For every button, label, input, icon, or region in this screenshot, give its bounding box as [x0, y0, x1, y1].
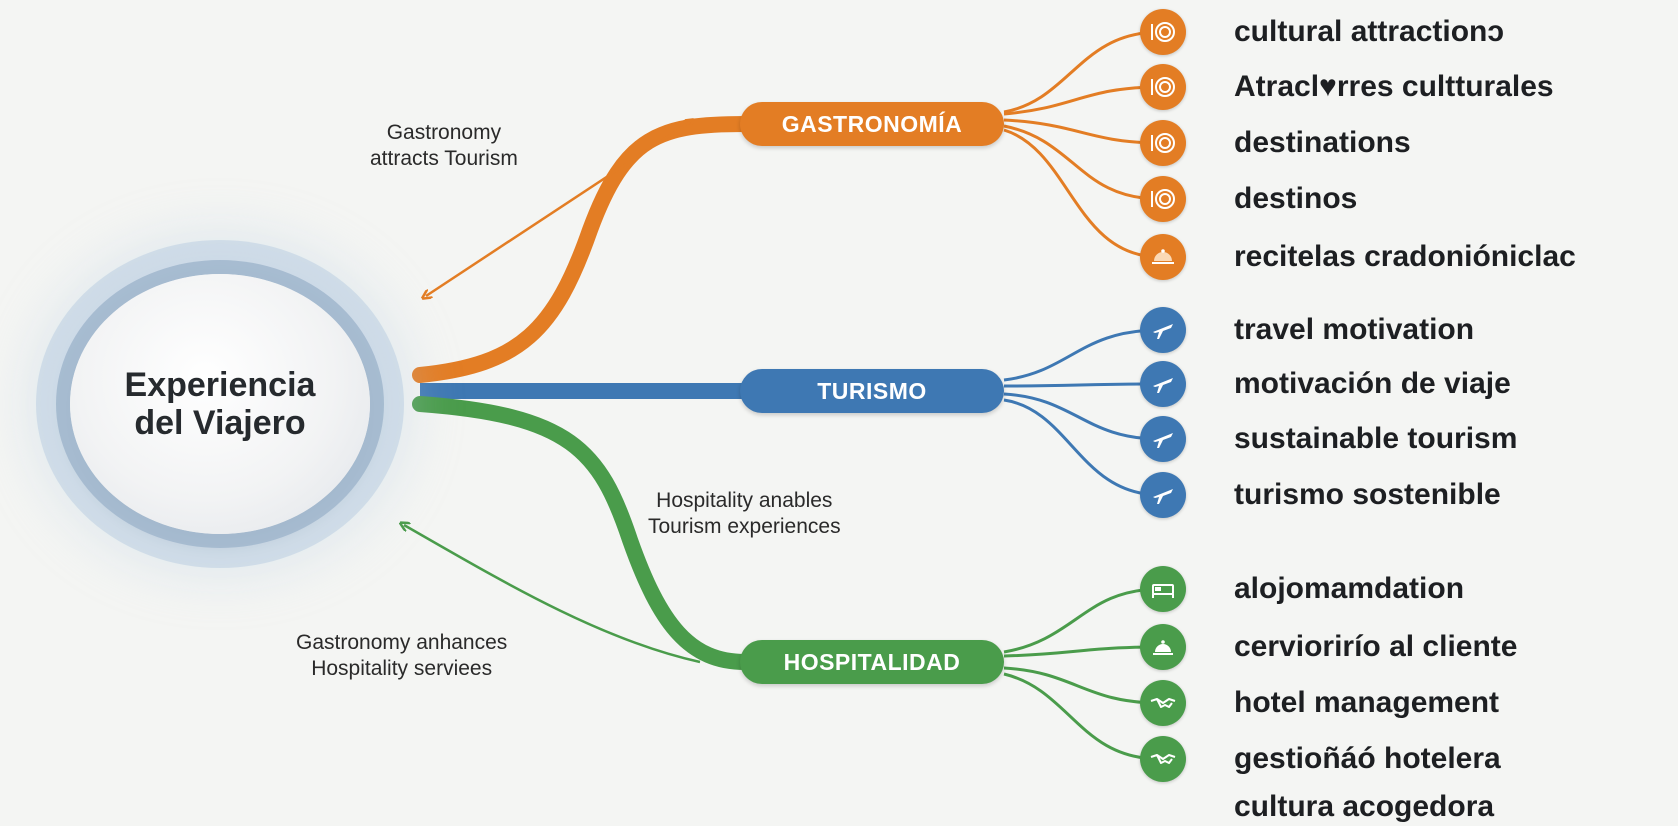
- service-bell-icon: [1140, 624, 1186, 670]
- airplane-icon: [1140, 307, 1186, 353]
- leaf-label-turismo-3: sustainable tourism: [1234, 422, 1518, 455]
- leaf-label-turismo-1: travel motivation: [1234, 313, 1475, 346]
- leaf-label-turismo-4: turismo sostenible: [1234, 478, 1501, 511]
- note-gastronomy-hospitality: Gastronomy anhances Hospitality serviees: [296, 631, 508, 680]
- leaf-label-hospitalidad-4: gestioñáó hotelera: [1234, 742, 1501, 775]
- leaf-label-hospitalidad-3: hotel management: [1234, 686, 1500, 719]
- central-node-line1: Experiencia: [124, 366, 316, 404]
- note-gastronomy-tourism: Gastronomy attracts Tourism: [370, 121, 518, 170]
- leaf-label-gastronomia-1: cultural attractionɔ: [1234, 15, 1505, 48]
- handshake-icon: [1140, 736, 1186, 782]
- central-node-line2: del Viajero: [134, 404, 306, 442]
- note-hospitality-tourism: Hospitality anables Tourism experiences: [648, 489, 841, 538]
- arrow-gastronomy-tourism: [426, 122, 690, 296]
- bed-icon: [1140, 566, 1186, 612]
- cloche-icon: [1140, 234, 1186, 280]
- central-node: Experiencia del Viajero: [70, 274, 370, 534]
- plate-icon: [1140, 64, 1186, 110]
- leaf-label-hospitalidad-2: cerviorirío al cliente: [1234, 630, 1518, 663]
- leaf-label-hospitalidad-1: alojomamdation: [1234, 572, 1465, 605]
- hub-hospitalidad: HOSPITALIDAD: [740, 640, 1004, 684]
- plate-icon: [1140, 176, 1186, 222]
- hub-turismo: TURISMO: [740, 369, 1004, 413]
- airplane-icon: [1140, 416, 1186, 462]
- leaf-label-gastronomia-2: Atracl♥rres cultturales: [1234, 70, 1554, 103]
- leaf-label-gastronomia-3: destinations: [1234, 126, 1411, 159]
- airplane-icon: [1140, 361, 1186, 407]
- branch-hospitalidad: [412, 396, 753, 670]
- hub-gastronomia: GASTRONOMÍA: [740, 102, 1004, 146]
- leaf-label-hospitalidad-5: cultura acogedora: [1234, 790, 1495, 823]
- leaf-label-gastronomia-4: destinos: [1234, 182, 1358, 215]
- handshake-icon: [1140, 680, 1186, 726]
- plate-icon: [1140, 9, 1186, 55]
- leaf-label-gastronomia-5: recitelas cradonióniclaс: [1234, 240, 1576, 273]
- airplane-icon: [1140, 472, 1186, 518]
- plate-icon: [1140, 120, 1186, 166]
- leaf-label-turismo-2: motivación de viaje: [1234, 367, 1511, 400]
- arrow-gastronomy-hospitality: [404, 525, 701, 664]
